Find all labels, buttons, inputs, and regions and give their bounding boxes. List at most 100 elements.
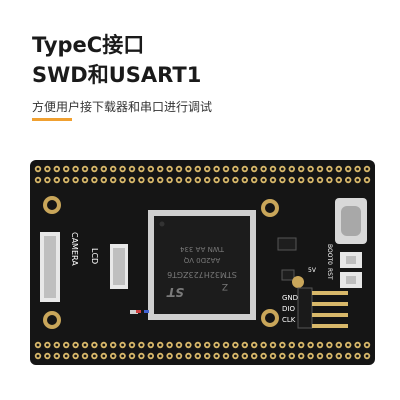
header-pad-hole bbox=[299, 343, 303, 347]
header-pad-hole bbox=[290, 343, 294, 347]
header-pad-hole bbox=[299, 354, 303, 358]
header-pad-hole bbox=[224, 343, 228, 347]
swd-pin-2 bbox=[312, 302, 348, 306]
header-pad-hole bbox=[356, 167, 359, 171]
header-pad-hole bbox=[130, 354, 134, 358]
title-line-2: SWD和USART1 bbox=[32, 63, 202, 87]
power-pad bbox=[292, 276, 304, 288]
header-pad-hole bbox=[140, 343, 143, 347]
header-pad-hole bbox=[102, 354, 106, 358]
swd-pin-1 bbox=[312, 291, 348, 295]
mcu-chip bbox=[154, 216, 250, 314]
rst-label: RST bbox=[326, 268, 333, 280]
header-pad-hole bbox=[243, 343, 247, 347]
header-pad-hole bbox=[290, 167, 294, 171]
header-pad-hole bbox=[328, 167, 331, 171]
lcd-label: LCD bbox=[90, 248, 99, 264]
header-pad-hole bbox=[130, 167, 134, 171]
header-pad-hole bbox=[356, 343, 359, 347]
header-pad-hole bbox=[281, 178, 284, 182]
header-pad-hole bbox=[252, 343, 256, 347]
header-pad-hole bbox=[328, 343, 331, 347]
header-pad-hole bbox=[299, 167, 303, 171]
st-logo: ST bbox=[166, 285, 184, 299]
header-pad-hole bbox=[149, 167, 153, 171]
header-pad-hole bbox=[196, 354, 200, 358]
header-pad-hole bbox=[243, 354, 247, 358]
header-pad-hole bbox=[196, 343, 200, 347]
header-pad-hole bbox=[187, 167, 190, 171]
header-pad-hole bbox=[309, 167, 312, 171]
header-pad-hole bbox=[365, 167, 369, 171]
header-pad-hole bbox=[187, 178, 190, 182]
header-pad-hole bbox=[271, 178, 275, 182]
header-pad-hole bbox=[46, 178, 49, 182]
header-pad-hole bbox=[111, 343, 115, 347]
header-pad-hole bbox=[168, 343, 172, 347]
header-pad-hole bbox=[262, 178, 265, 182]
header-pad-hole bbox=[205, 167, 209, 171]
swd-header-base bbox=[297, 287, 313, 329]
header-pad-hole bbox=[356, 178, 359, 182]
top-pad-row-1 bbox=[34, 165, 371, 173]
top-pad-row-2 bbox=[34, 176, 371, 184]
header-pad-hole bbox=[337, 354, 341, 358]
header-pad-hole bbox=[46, 343, 49, 347]
header-pad-hole bbox=[365, 354, 369, 358]
header-pad-hole bbox=[262, 343, 265, 347]
header-pad-hole bbox=[234, 167, 237, 171]
header-pad-hole bbox=[46, 354, 49, 358]
chip-text-1: STM32H723ZGT6 bbox=[167, 270, 237, 279]
header-pad-hole bbox=[74, 178, 77, 182]
header-pad-hole bbox=[102, 343, 106, 347]
header-pad-hole bbox=[64, 343, 68, 347]
header-pad-hole bbox=[130, 343, 134, 347]
pcb-svg: CAMERA LCD STM32H723ZGT6 AA2D0 VQ TWN AA… bbox=[30, 160, 375, 365]
header-pad-hole bbox=[93, 343, 96, 347]
header-pad-hole bbox=[83, 343, 87, 347]
header-pad-hole bbox=[243, 178, 247, 182]
header-pad-hole bbox=[102, 167, 106, 171]
header-pad-hole bbox=[215, 167, 219, 171]
header-pad-hole bbox=[337, 343, 341, 347]
header-pad-hole bbox=[309, 178, 312, 182]
header-pad-hole bbox=[149, 343, 153, 347]
header-pad-hole bbox=[158, 343, 162, 347]
header-pad-hole bbox=[356, 354, 359, 358]
header-pad-hole bbox=[36, 354, 40, 358]
header-pad-hole bbox=[177, 343, 181, 347]
header-pad-hole bbox=[365, 343, 369, 347]
header-pad-hole bbox=[55, 178, 59, 182]
header-pad-hole bbox=[205, 343, 209, 347]
blue-led bbox=[144, 310, 149, 313]
header-pad-hole bbox=[309, 343, 312, 347]
header-pad-hole bbox=[55, 354, 59, 358]
chip-mark: Z bbox=[222, 281, 228, 291]
header-pad-hole bbox=[36, 178, 40, 182]
swd-pin-3 bbox=[312, 313, 348, 317]
header-pad-hole bbox=[158, 178, 162, 182]
header-pad-hole bbox=[309, 354, 312, 358]
label-5v: 5V bbox=[308, 267, 317, 274]
header-pad-hole bbox=[55, 343, 59, 347]
header-pad-hole bbox=[111, 167, 115, 171]
subtitle: 方便用户接下载器和串口进行调试 bbox=[32, 100, 213, 114]
header-pad-hole bbox=[177, 178, 181, 182]
header-pad-hole bbox=[328, 178, 331, 182]
header-pad-hole bbox=[55, 167, 59, 171]
header-pad-hole bbox=[205, 178, 209, 182]
header-pad-hole bbox=[64, 354, 68, 358]
header-pad-hole bbox=[365, 178, 369, 182]
header-pad-hole bbox=[262, 167, 265, 171]
chip-text-3: TWN AA 334 bbox=[179, 245, 225, 253]
header-pad-hole bbox=[346, 354, 350, 358]
header-pad-hole bbox=[252, 354, 256, 358]
header-pad-hole bbox=[168, 354, 172, 358]
header-pad-hole bbox=[196, 178, 200, 182]
header-pad-hole bbox=[140, 167, 143, 171]
header-pad-hole bbox=[36, 343, 40, 347]
header-pad-hole bbox=[337, 178, 341, 182]
header-pad-hole bbox=[140, 354, 143, 358]
header-pad-hole bbox=[215, 178, 219, 182]
header-pad-hole bbox=[281, 343, 284, 347]
